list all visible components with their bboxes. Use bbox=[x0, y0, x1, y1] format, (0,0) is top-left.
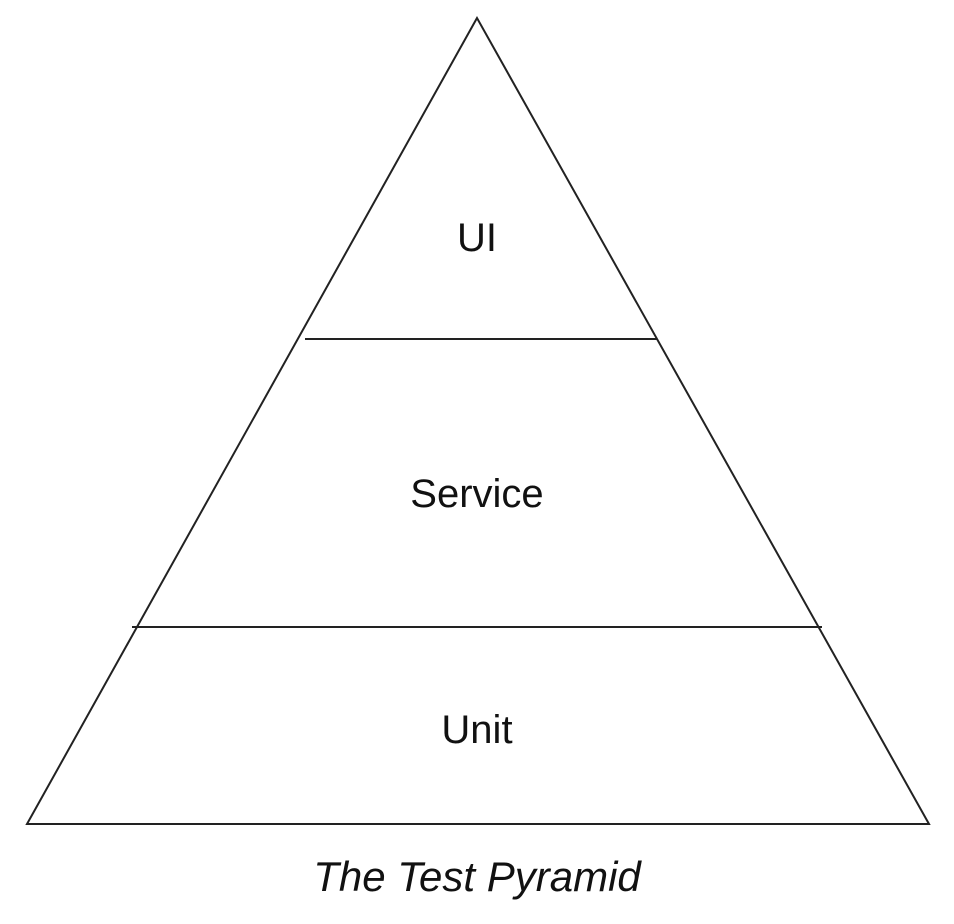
diagram-caption: The Test Pyramid bbox=[313, 853, 642, 900]
layer-label-ui: UI bbox=[457, 216, 497, 260]
layer-label-service: Service bbox=[410, 472, 543, 516]
layer-label-unit: Unit bbox=[441, 708, 512, 752]
pyramid-outline bbox=[25, 15, 931, 825]
